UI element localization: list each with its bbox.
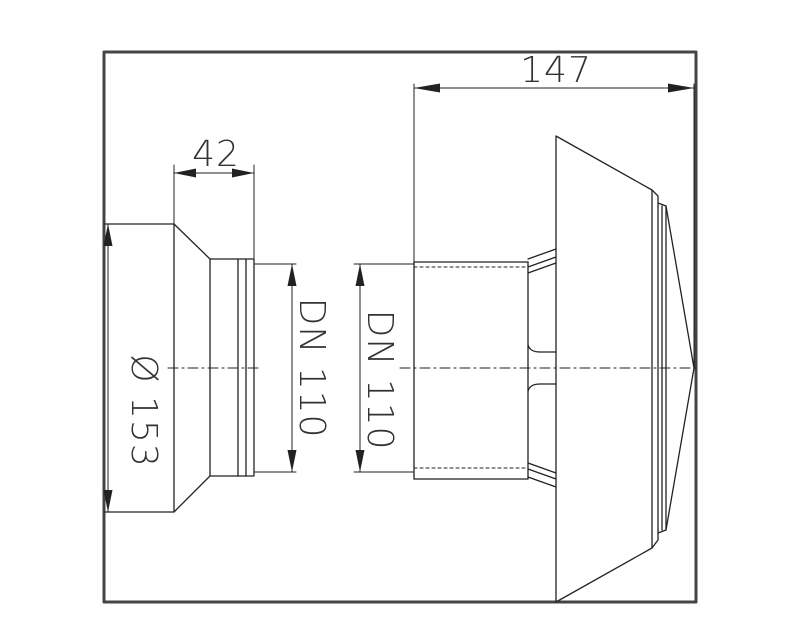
dim-width-42: 42 <box>173 134 255 260</box>
dim-diameter-153-label: Ø 153 <box>123 354 164 468</box>
cap-rib-bottom-3 <box>527 476 557 488</box>
cap-rib-top-1 <box>527 248 557 260</box>
cap-part <box>399 135 697 603</box>
dim-length-147: 147 <box>413 50 695 369</box>
dim-diameter-153: Ø 153 <box>103 223 164 513</box>
reducer-part <box>103 223 259 513</box>
dim-nominal-right-label: DN 110 <box>359 310 400 451</box>
drawing-frame <box>102 50 698 604</box>
cap-slot-upper <box>527 344 557 353</box>
cap-rim-1 <box>651 189 659 549</box>
cap-slot-lower <box>527 383 557 392</box>
cap-flange-outline <box>555 135 653 603</box>
cap-rib-top-3 <box>527 262 557 274</box>
dim-length-147-label: 147 <box>520 50 592 91</box>
cap-rib-bottom-1 <box>527 462 557 474</box>
cap-rib-bottom-2 <box>527 468 557 480</box>
cap-rib-top-2 <box>527 256 557 268</box>
dim-nominal-left: DN 110 <box>253 263 332 473</box>
dim-width-42-label: 42 <box>192 134 240 175</box>
dim-nominal-right: DN 110 <box>353 263 415 473</box>
dim-nominal-left-label: DN 110 <box>291 298 332 439</box>
